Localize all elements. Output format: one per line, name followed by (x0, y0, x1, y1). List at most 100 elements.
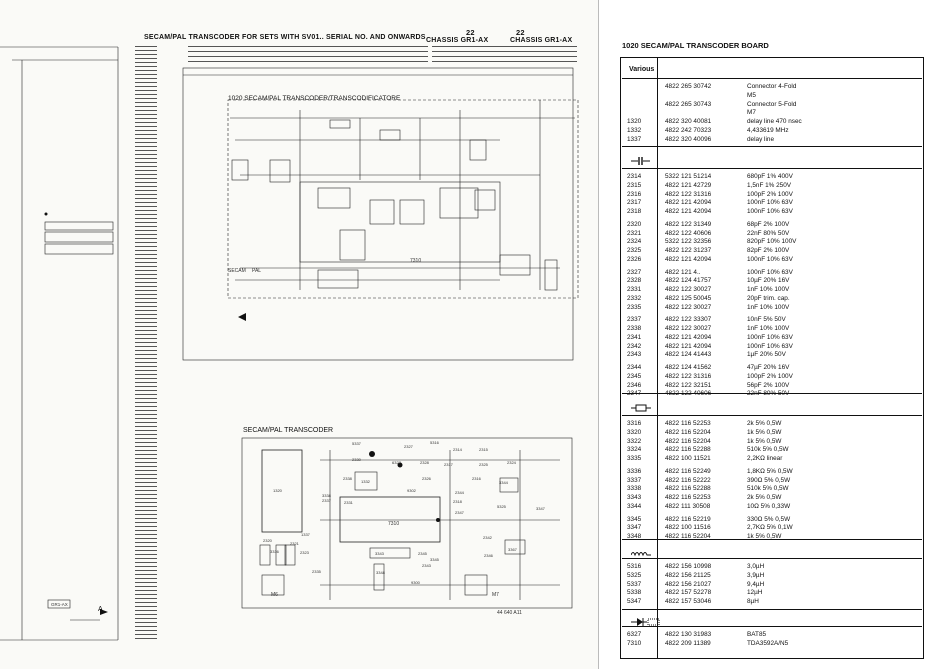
layout-ref-3367: 3367 (508, 547, 517, 552)
part-desc: 1nF 10% 100V (747, 303, 790, 311)
part-pos: 2345 (627, 372, 642, 380)
part-code: 4822 265 30743 (665, 100, 712, 108)
group-rule (622, 393, 922, 394)
part-code: 5322 121 51214 (665, 173, 712, 180)
layout-ref-3344: 3344 (499, 480, 508, 485)
part-pos: 2344 (627, 364, 642, 371)
part-pos: 3336 (627, 467, 642, 475)
part-desc: Connector 4-Fold (747, 83, 797, 90)
group-rule (622, 415, 922, 416)
layout-ref-2337: 2337 (322, 498, 331, 503)
part-code: 4822 156 10998 (665, 563, 712, 570)
layout-ref-3347: 3347 (536, 506, 545, 511)
part-code: 4822 116 52204 (665, 428, 711, 436)
part-code: 4822 121 42094 (665, 342, 712, 350)
layout-ref-2331: 2331 (344, 500, 353, 505)
part-desc: 3,0µH (747, 563, 765, 570)
semiconductor-icon (631, 614, 661, 632)
part-pos: 2321 (627, 229, 642, 237)
part-pos: 1320 (627, 118, 642, 125)
layout-ref-2315: 2315 (479, 447, 488, 452)
part-desc: 68pF 2% 100V (747, 220, 790, 228)
layout-ref-3343: 3343 (375, 551, 384, 556)
part-pos: 2337 (627, 316, 642, 324)
layout-ref-2326: 2326 (422, 476, 431, 481)
part-code: 4822 122 32151 (665, 381, 712, 389)
part-pos: 3320 (627, 428, 642, 436)
layout-ref-7310: 7310 (388, 521, 400, 527)
connector-m6: M6 (271, 592, 278, 598)
part-desc: 330Ω 5% 0,5W (747, 515, 791, 523)
layout-ref-3338: 3338 (322, 493, 331, 498)
group-rule (622, 609, 922, 610)
part-code: 4822 116 52288 (665, 485, 711, 493)
part-pos: 1337 (627, 135, 642, 143)
part-pos: 1332 (627, 126, 642, 134)
part-pos: 2343 (627, 351, 642, 359)
part-desc: 100nF 10% 63V (747, 268, 793, 276)
layout-ref-2318: 2318 (453, 499, 462, 504)
layout-ref-1320: 1320 (273, 488, 282, 493)
layout-ref-3336: 3336 (270, 549, 279, 554)
part-pos: 3343 (627, 494, 642, 501)
part-pos: 2315 (627, 181, 642, 189)
part-code: 4822 116 52204 (665, 437, 711, 445)
part-code: 4822 320 40081 (665, 118, 712, 125)
part-pos: 3335 (627, 455, 642, 462)
layout-ref-2324: 2324 (507, 460, 516, 465)
layout-board-title: SECAM/PAL TRANSCODER (243, 427, 334, 434)
part-code: 4822 122 31316 (665, 372, 712, 380)
part-pos: 3337 (627, 476, 642, 484)
part-desc: 10nF 5% 50V (747, 316, 786, 324)
part-code: 4822 121 42094 (665, 255, 712, 263)
part-pos: 2324 (627, 238, 642, 246)
left-sheet-title: SECAM/PAL TRANSCODER FOR SETS WITH SV01.… (144, 34, 426, 41)
layout-ref-9302: 9302 (407, 488, 416, 493)
part-code: 4822 100 11516 (665, 524, 711, 532)
layout-ref-2345: 2345 (418, 551, 427, 556)
layout-ref-2321: 2321 (290, 541, 299, 546)
group-rule (622, 558, 922, 559)
part-desc: TDA3592A/N5 (747, 639, 789, 647)
part-code: 4822 116 52253 (665, 494, 711, 501)
part-pos: 2331 (627, 286, 642, 293)
part-code: 4822 121 42729 (665, 181, 712, 189)
part-pos: 2342 (627, 342, 642, 350)
part-desc: 100nF 10% 63V (747, 342, 793, 350)
part-pos: 2341 (627, 333, 642, 341)
part-pos: 3322 (627, 437, 642, 445)
part-code: 4822 116 52249 (665, 467, 711, 475)
part-code: 4822 125 50045 (665, 294, 712, 302)
part-desc: 22nF 80% 50V (747, 229, 790, 237)
part-desc: 820pF 10% 100V (747, 238, 797, 246)
part-desc: 10Ω 5% 0,33W (747, 502, 791, 510)
part-pos: 3347 (627, 524, 642, 532)
part-pos: 2335 (627, 303, 642, 311)
part-desc: 1k 5% 0,5W (747, 437, 782, 445)
part-desc: 56pF 2% 100V (747, 381, 790, 389)
part-pos: 2316 (627, 190, 642, 198)
part-pos: 2328 (627, 277, 642, 285)
corner-letter: A (98, 606, 103, 613)
part-desc: 100nF 10% 63V (747, 208, 793, 215)
part-desc: 1nF 10% 100V (747, 286, 790, 293)
part-desc: 390Ω 5% 0,5W (747, 476, 791, 484)
part-desc: 2,7KΩ 5% 0,1W (747, 524, 793, 532)
part-desc: 4,433619 MHz (747, 126, 789, 134)
part-pos: 5338 (627, 589, 642, 597)
layout-ref-3348: 3348 (376, 570, 385, 575)
part-pos: 2326 (627, 255, 642, 263)
layout-ref-2344: 2344 (455, 490, 464, 495)
part-pos: 5325 (627, 571, 642, 579)
part-desc: M5 (747, 91, 756, 99)
part-code: 4822 122 33307 (665, 316, 712, 324)
part-desc: 100nF 10% 63V (747, 255, 793, 263)
part-desc: 1µF 20% 50V (747, 351, 786, 359)
layout-ref-2323: 2323 (300, 550, 309, 555)
schematic-drawing (0, 46, 579, 641)
part-desc: 680pF 1% 400V (747, 173, 793, 180)
part-pos: 3344 (627, 502, 642, 510)
group-label-various: Various (629, 66, 655, 73)
part-code: 4822 122 30027 (665, 286, 712, 293)
chassis-number-1: 22 (466, 28, 475, 37)
